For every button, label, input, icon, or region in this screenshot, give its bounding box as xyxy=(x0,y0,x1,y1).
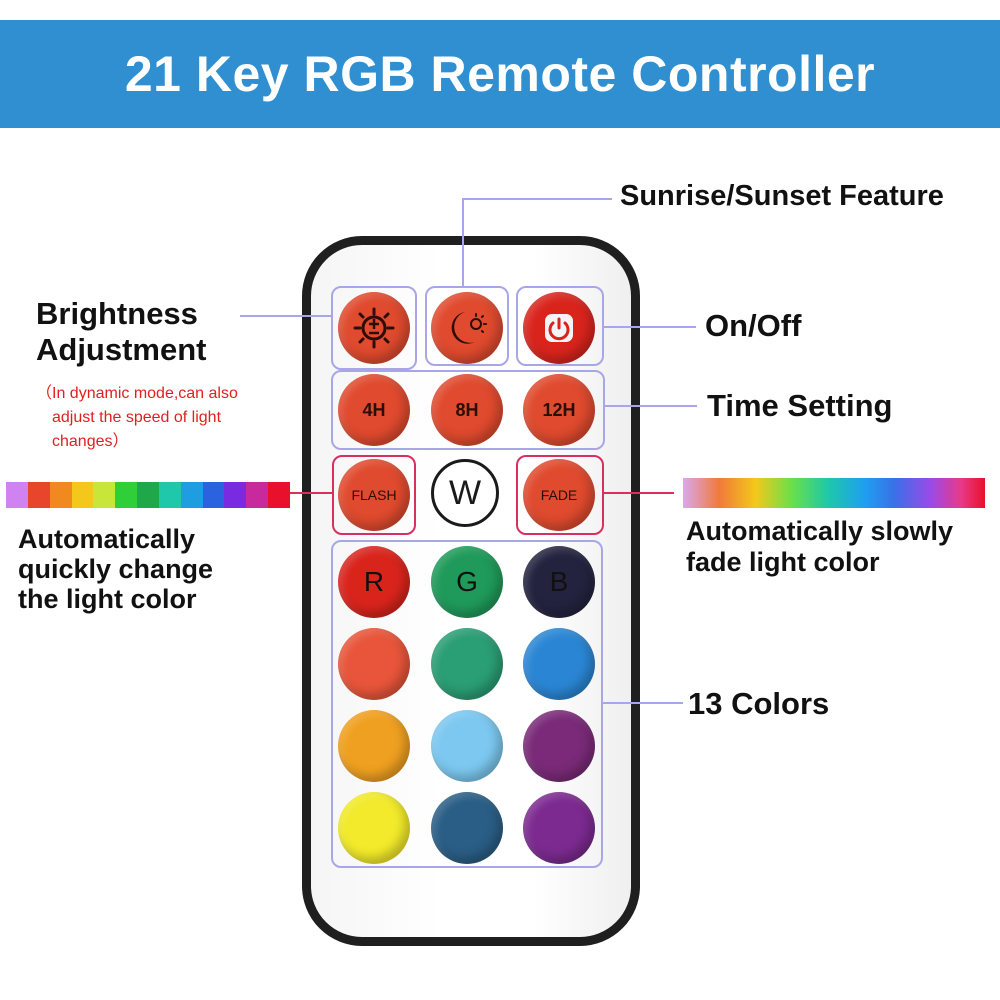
color-amber-button[interactable] xyxy=(338,710,410,782)
timer-8h-button[interactable]: 8H xyxy=(431,374,503,446)
flash-strip-swatch xyxy=(115,482,138,508)
sunrise-frame xyxy=(425,286,509,366)
color-steel-button[interactable] xyxy=(431,792,503,864)
flash-strip-swatch xyxy=(49,482,72,508)
moon-sun-icon xyxy=(451,312,487,344)
flash-description: Automatically quickly change the light c… xyxy=(18,524,214,614)
flash-connector xyxy=(290,492,332,494)
flash-strip-swatch xyxy=(6,482,28,508)
timer-connector xyxy=(605,405,697,407)
brightness-button[interactable] xyxy=(338,292,410,364)
flash-strip-swatch xyxy=(268,482,290,508)
sunrise-sunset-button[interactable] xyxy=(431,292,503,364)
brightness-connector xyxy=(240,315,332,317)
brightness-frame xyxy=(331,286,417,370)
time-setting-label: Time Setting xyxy=(707,388,893,423)
flash-strip-swatch xyxy=(71,482,94,508)
fade-button[interactable]: FADE xyxy=(523,459,595,531)
timer-12h-button[interactable]: 12H xyxy=(523,374,595,446)
flash-strip-swatch xyxy=(202,482,225,508)
color-purple-button[interactable] xyxy=(523,710,595,782)
color-violet-button[interactable] xyxy=(523,792,595,864)
power-icon xyxy=(545,314,573,342)
colors-label: 13 Colors xyxy=(688,686,830,721)
brightness-label: Brightness Adjustment xyxy=(36,296,207,367)
timer-4h-button[interactable]: 4H xyxy=(338,374,410,446)
flash-strip-swatch xyxy=(137,482,159,508)
color-yellow-button[interactable] xyxy=(338,792,410,864)
color-sky-button[interactable] xyxy=(431,710,503,782)
flash-strip-swatch xyxy=(246,482,269,508)
flash-strip-swatch xyxy=(93,482,116,508)
fade-frame xyxy=(516,455,604,535)
fade-description: Automatically slowly fade light color xyxy=(686,516,954,577)
fade-gradient-strip xyxy=(683,478,985,508)
white-button[interactable]: W xyxy=(431,459,499,527)
power-button[interactable] xyxy=(523,292,595,364)
flash-frame xyxy=(332,455,416,535)
color-coral-button[interactable] xyxy=(338,628,410,700)
green-button[interactable]: G xyxy=(431,546,503,618)
timer-frame xyxy=(331,370,605,450)
brightness-sun-icon xyxy=(353,307,395,349)
power-frame xyxy=(516,286,604,366)
header-banner: 21 Key RGB Remote Controller xyxy=(0,20,1000,128)
flash-strip-swatch xyxy=(224,482,247,508)
flash-strip-swatch xyxy=(180,482,203,508)
flash-strip-swatch xyxy=(27,482,50,508)
onoff-label: On/Off xyxy=(705,308,802,343)
colors-connector xyxy=(603,702,683,704)
flash-strip-swatch xyxy=(158,482,181,508)
colors-frame xyxy=(331,540,603,868)
flash-color-strip xyxy=(6,482,290,508)
page-title: 21 Key RGB Remote Controller xyxy=(124,46,876,102)
power-connector xyxy=(604,326,696,328)
sunrise-label: Sunrise/Sunset Feature xyxy=(620,180,944,212)
fade-connector xyxy=(604,492,674,494)
blue-button[interactable]: B xyxy=(523,546,595,618)
flash-button[interactable]: FLASH xyxy=(338,459,410,531)
red-button[interactable]: R xyxy=(338,546,410,618)
brightness-note: （In dynamic mode,can also adjust the spe… xyxy=(36,385,238,450)
color-blue-button[interactable] xyxy=(523,628,595,700)
sunrise-connector-horizontal xyxy=(462,198,612,200)
sunrise-connector-vertical xyxy=(462,198,464,286)
color-teal-button[interactable] xyxy=(431,628,503,700)
